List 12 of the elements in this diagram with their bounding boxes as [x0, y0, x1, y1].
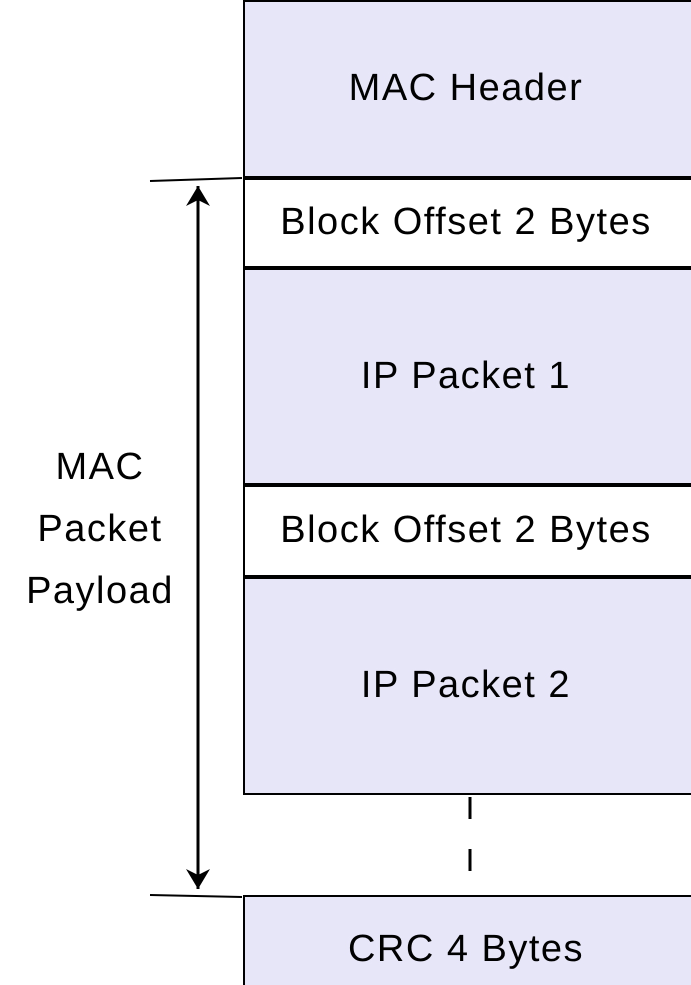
block-label: Block Offset 2 Bytes	[280, 200, 653, 246]
block-label: Block Offset 2 Bytes	[280, 508, 653, 554]
packet-block	[243, 577, 691, 795]
block-label: IP Packet 1	[360, 354, 572, 399]
packet-block	[243, 268, 691, 485]
block-label: MAC Header	[348, 66, 584, 112]
offset-block	[243, 178, 691, 268]
block-label: IP Packet 2	[360, 663, 572, 708]
offset-block	[243, 485, 691, 577]
header-block	[243, 0, 691, 178]
block-label: CRC 4 Bytes	[348, 927, 586, 972]
crc-block	[243, 895, 691, 985]
